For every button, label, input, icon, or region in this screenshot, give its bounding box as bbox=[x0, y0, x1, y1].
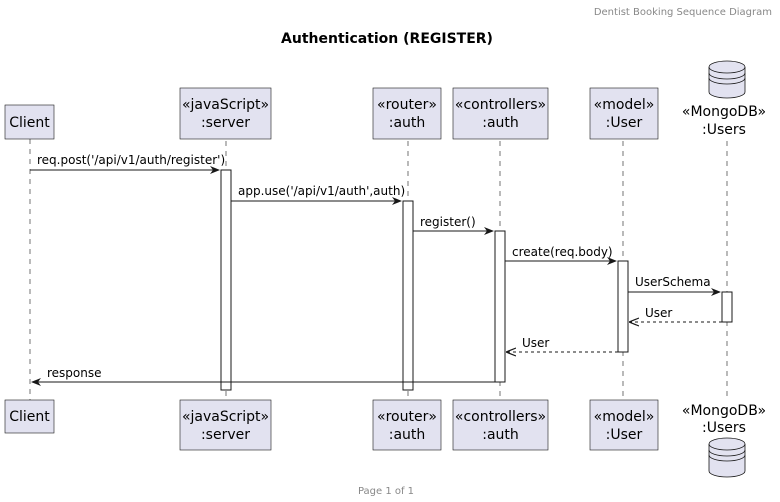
participant-stereotype: «MongoDB» bbox=[682, 104, 766, 120]
message-label: req.post('/api/v1/auth/register') bbox=[37, 153, 225, 167]
activation-db bbox=[721, 291, 733, 323]
participant-label: :auth bbox=[482, 427, 519, 443]
participant-stereotype: «model» bbox=[594, 409, 655, 425]
participant-label: :auth bbox=[482, 115, 519, 131]
participant-label: Client bbox=[9, 115, 50, 131]
activation-router bbox=[402, 200, 414, 391]
page-footer: Page 1 of 1 bbox=[358, 486, 414, 497]
participants-bottom: Client «javaScript» :server «router» :au… bbox=[4, 399, 766, 478]
activations bbox=[220, 169, 733, 391]
diagram-title: Authentication (REGISTER) bbox=[281, 31, 493, 47]
activation-controller bbox=[494, 230, 506, 383]
participant-label: :auth bbox=[389, 427, 426, 443]
participant-label: :User bbox=[606, 427, 643, 443]
participant-label: :Users bbox=[702, 420, 746, 436]
header-title: Dentist Booking Sequence Diagram bbox=[594, 7, 772, 18]
message-label: UserSchema bbox=[635, 275, 711, 289]
participant-client[interactable]: Client bbox=[4, 104, 55, 140]
message-label: User bbox=[522, 336, 549, 350]
participant-stereotype: «controllers» bbox=[455, 409, 546, 425]
participant-db-bottom[interactable]: «MongoDB» :Users bbox=[682, 403, 766, 478]
participant-client-bottom[interactable]: Client bbox=[4, 399, 55, 434]
activation-server bbox=[220, 169, 232, 391]
participant-controller[interactable]: «controllers» :auth bbox=[452, 87, 549, 140]
participant-stereotype: «controllers» bbox=[455, 97, 546, 113]
participant-router[interactable]: «router» :auth bbox=[372, 87, 442, 140]
participant-stereotype: «javaScript» bbox=[182, 409, 269, 425]
participant-stereotype: «MongoDB» bbox=[682, 403, 766, 419]
messages: req.post('/api/v1/auth/register') app.us… bbox=[30, 153, 722, 386]
participant-stereotype: «model» bbox=[594, 97, 655, 113]
participant-model-bottom[interactable]: «model» :User bbox=[589, 399, 659, 451]
message-app-use: app.use('/api/v1/auth',auth) bbox=[231, 184, 405, 205]
participant-label: :User bbox=[606, 115, 643, 131]
message-user-return-model: User bbox=[507, 336, 618, 352]
message-create: create(req.body) bbox=[505, 245, 617, 265]
participant-label: Client bbox=[9, 409, 50, 425]
participant-stereotype: «router» bbox=[377, 409, 437, 425]
message-label: create(req.body) bbox=[512, 245, 613, 259]
participant-label: :auth bbox=[389, 115, 426, 131]
message-label: app.use('/api/v1/auth',auth) bbox=[238, 184, 405, 198]
message-user-schema: UserSchema bbox=[628, 275, 721, 296]
participant-stereotype: «router» bbox=[377, 97, 437, 113]
database-icon bbox=[708, 60, 746, 99]
message-label: User bbox=[645, 306, 672, 320]
participant-label: :server bbox=[201, 115, 250, 131]
database-icon bbox=[708, 437, 746, 478]
message-register-call: register() bbox=[413, 215, 494, 235]
message-label: response bbox=[47, 366, 102, 380]
participant-controller-bottom[interactable]: «controllers» :auth bbox=[452, 399, 549, 451]
message-user-return-db: User bbox=[630, 306, 722, 322]
participant-server[interactable]: «javaScript» :server bbox=[179, 87, 272, 140]
participants-top: Client «javaScript» :server «router» :au… bbox=[4, 60, 766, 140]
participant-db[interactable]: «MongoDB» :Users bbox=[682, 60, 766, 138]
message-register-request: req.post('/api/v1/auth/register') bbox=[30, 153, 225, 174]
participant-model[interactable]: «model» :User bbox=[589, 87, 659, 140]
participant-label: :server bbox=[201, 427, 250, 443]
message-response: response bbox=[31, 366, 495, 386]
message-label: register() bbox=[420, 215, 476, 229]
participant-router-bottom[interactable]: «router» :auth bbox=[372, 399, 442, 451]
participant-stereotype: «javaScript» bbox=[182, 97, 269, 113]
participant-label: :Users bbox=[702, 122, 746, 138]
activation-model bbox=[617, 260, 629, 353]
participant-server-bottom[interactable]: «javaScript» :server bbox=[179, 399, 272, 451]
